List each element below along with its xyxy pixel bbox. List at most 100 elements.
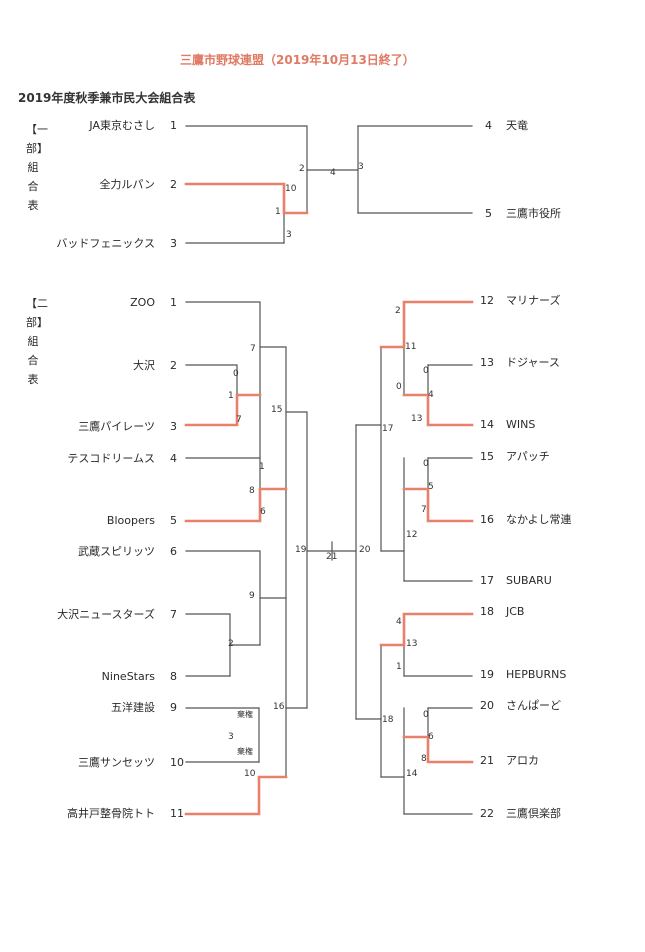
d2-team-name: テスコドリームス bbox=[67, 452, 155, 465]
score: 16 bbox=[273, 702, 285, 712]
d1-team-seed: 4 bbox=[485, 119, 492, 132]
d1-team-name: 天竜 bbox=[506, 119, 528, 132]
d2-team-seed: 8 bbox=[170, 670, 177, 683]
page-title: 三鷹市野球連盟（2019年10月13日終了） bbox=[180, 53, 415, 67]
d1-team-seed: 1 bbox=[170, 119, 177, 132]
winner-path-line bbox=[402, 735, 474, 764]
d2-team-seed: 22 bbox=[480, 807, 494, 820]
score: 15 bbox=[271, 405, 283, 415]
score: 7 bbox=[421, 505, 427, 515]
score: 8 bbox=[249, 486, 255, 496]
d1-team-seed: 2 bbox=[170, 178, 177, 191]
score: 2 bbox=[395, 306, 401, 316]
winner-path-line bbox=[184, 393, 262, 427]
winner-path-line bbox=[379, 300, 474, 349]
score: 20 bbox=[359, 545, 371, 555]
winner-path-lines bbox=[184, 182, 474, 816]
d2-team-seed: 6 bbox=[170, 545, 177, 558]
d2-team-name: JCB bbox=[506, 605, 525, 618]
score: 13 bbox=[406, 639, 418, 649]
score: 14 bbox=[406, 769, 418, 779]
score: 0 bbox=[233, 369, 239, 379]
score: 3 bbox=[358, 162, 364, 172]
d2-team-name: 武蔵スピリッツ bbox=[78, 545, 155, 558]
d2-team-seed: 12 bbox=[480, 294, 494, 307]
d2-team-name: HEPBURNS bbox=[506, 668, 567, 681]
d2-team-seed: 3 bbox=[170, 420, 177, 433]
score: 13 bbox=[411, 414, 423, 424]
score: 3 bbox=[228, 732, 234, 742]
d2-team-seed: 16 bbox=[480, 513, 494, 526]
score: 17 bbox=[382, 424, 394, 434]
d2-team-name: 三鷹倶楽部 bbox=[506, 807, 561, 820]
score: 1 bbox=[228, 391, 234, 401]
score: 0 bbox=[396, 382, 402, 392]
score: 2 bbox=[228, 639, 234, 649]
score: 19 bbox=[295, 545, 307, 555]
forfeit-label: 棄権 bbox=[237, 747, 253, 756]
division1-label: 【一部】組合表 bbox=[26, 123, 48, 212]
bracket-line bbox=[185, 301, 261, 522]
winner-path-line bbox=[402, 487, 474, 523]
bracket-line bbox=[185, 125, 308, 214]
d2-team-name: NineStars bbox=[101, 670, 155, 683]
d1-team-seed: 3 bbox=[170, 237, 177, 250]
d2-team-name: 五洋建設 bbox=[111, 701, 155, 714]
score: 2 bbox=[299, 164, 305, 174]
d1-team-name: 三鷹市役所 bbox=[506, 207, 561, 220]
score: 1 bbox=[275, 207, 281, 217]
d2-team-name: アロカ bbox=[506, 754, 539, 767]
d2-team-seed: 15 bbox=[480, 450, 494, 463]
d2-team-name: SUBARU bbox=[506, 574, 552, 587]
d2-team-seed: 9 bbox=[170, 701, 177, 714]
d2-team-name: Bloopers bbox=[106, 514, 155, 527]
score: 21 bbox=[326, 552, 338, 562]
bracket-line bbox=[259, 346, 287, 709]
bracket-line bbox=[185, 613, 231, 677]
d1-team-name: JA東京むさし bbox=[89, 119, 155, 132]
d2-team-seed: 21 bbox=[480, 754, 494, 767]
d2-team-name: なかよし常連 bbox=[506, 513, 572, 526]
score: 6 bbox=[428, 732, 434, 742]
score: 1 bbox=[259, 462, 265, 472]
d2-team-seed: 11 bbox=[170, 807, 184, 820]
bracket-line bbox=[185, 550, 261, 646]
d2-team-name: 三鷹パイレーツ bbox=[78, 420, 155, 433]
winner-path-line bbox=[184, 775, 288, 816]
score: 0 bbox=[423, 459, 429, 469]
d2-team-seed: 19 bbox=[480, 668, 494, 681]
d2-team-seed: 14 bbox=[480, 418, 494, 431]
bracket-lines bbox=[185, 125, 473, 815]
score: 4 bbox=[396, 617, 402, 627]
d1-team-seed: 5 bbox=[485, 207, 492, 220]
score: 3 bbox=[286, 230, 292, 240]
d2-team-name: アパッチ bbox=[506, 450, 550, 463]
winner-path-line bbox=[379, 612, 474, 647]
page-subtitle: 2019年度秋季兼市民大会組合表 bbox=[18, 91, 196, 105]
score: 4 bbox=[428, 390, 434, 400]
score: 18 bbox=[382, 715, 394, 725]
d1-team-name: 全力ルパン bbox=[99, 178, 155, 191]
d2-team-seed: 7 bbox=[170, 608, 177, 621]
bracket-line bbox=[285, 411, 308, 709]
d2-team-name: 高井戸整骨院トト bbox=[67, 807, 155, 820]
score: 5 bbox=[428, 482, 434, 492]
d2-team-seed: 4 bbox=[170, 452, 177, 465]
d2-team-name: 大沢ニュースターズ bbox=[57, 608, 155, 621]
score: 4 bbox=[330, 168, 336, 178]
d2-team-name: 三鷹サンセッツ bbox=[78, 756, 155, 769]
score: 11 bbox=[405, 342, 417, 352]
d2-team-seed: 20 bbox=[480, 699, 494, 712]
d2-team-seed: 17 bbox=[480, 574, 494, 587]
bracket-line bbox=[185, 183, 285, 244]
score: 7 bbox=[236, 415, 242, 425]
d2-team-name: ZOO bbox=[130, 296, 155, 309]
d2-team-seed: 1 bbox=[170, 296, 177, 309]
division2-label: 【二部】組合表 bbox=[26, 297, 48, 386]
score: 9 bbox=[249, 591, 255, 601]
d2-team-seed: 2 bbox=[170, 359, 177, 372]
score: 10 bbox=[285, 184, 297, 194]
forfeit-label: 棄権 bbox=[237, 710, 253, 719]
score: 12 bbox=[406, 530, 418, 540]
d2-team-seed: 18 bbox=[480, 605, 494, 618]
